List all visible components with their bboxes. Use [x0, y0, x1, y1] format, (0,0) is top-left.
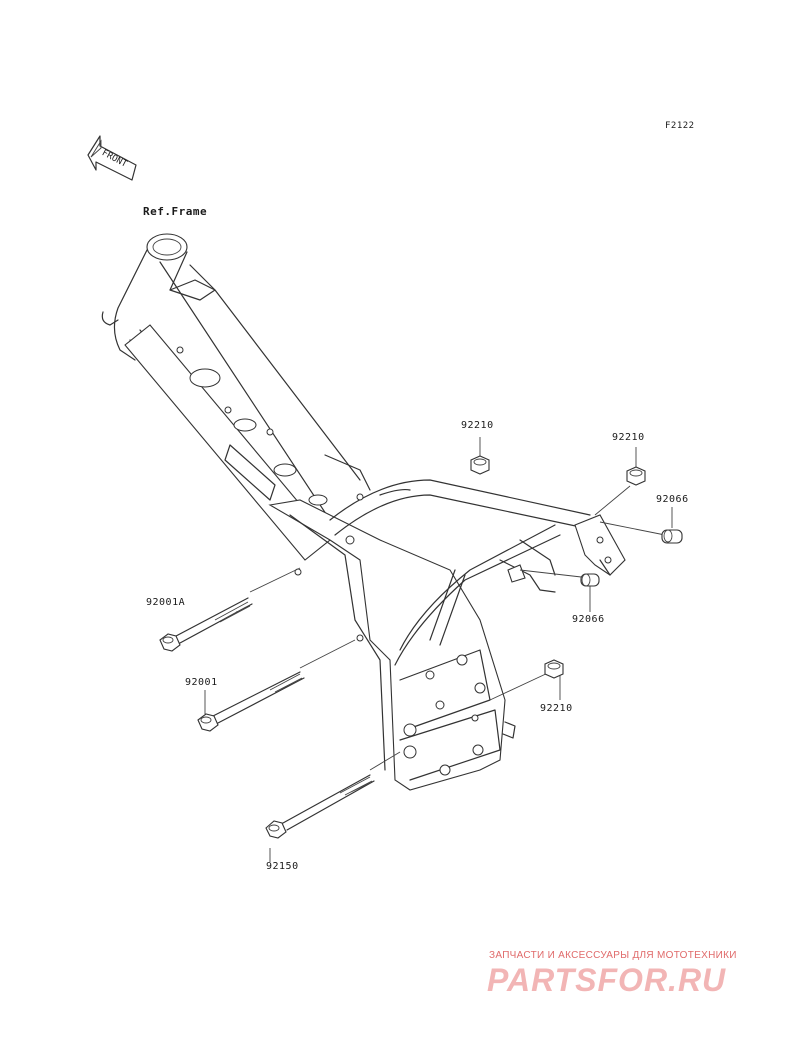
head-tube [101, 233, 188, 361]
part-label-92001a: 92001A [146, 597, 186, 608]
nut-92210-a [470, 455, 490, 475]
crossbar [329, 479, 626, 666]
bolt-92150 [265, 721, 516, 839]
part-label-92210-top: 92210 [461, 420, 494, 431]
lower-cradle [268, 499, 506, 791]
front-arrow-icon: FRONT [87, 135, 137, 181]
ref-frame-label: Ref.Frame [143, 205, 208, 218]
bolt-92001a [159, 597, 253, 652]
diagram-code: F2122 [665, 121, 695, 131]
nut-92210-c [544, 659, 564, 679]
part-label-92150: 92150 [266, 861, 299, 872]
part-label-92066-center: 92066 [572, 614, 605, 625]
part-label-92001: 92001 [185, 677, 218, 688]
collar-92066-a [661, 529, 683, 544]
collar-92066-b [580, 573, 600, 587]
part-label-92210-right: 92210 [612, 432, 645, 443]
watermark-logo: PARTSFOR.RU [487, 962, 727, 998]
main-tube [124, 261, 371, 561]
part-label-92210-lower: 92210 [540, 703, 573, 714]
watermark-tagline: ЗАПЧАСТИ И АКСЕССУАРЫ ДЛЯ МОТОТЕХНИКИ [489, 950, 737, 961]
nut-92210-b [626, 466, 646, 486]
part-label-92066-right: 92066 [656, 494, 689, 505]
bolt-92001 [197, 671, 305, 732]
